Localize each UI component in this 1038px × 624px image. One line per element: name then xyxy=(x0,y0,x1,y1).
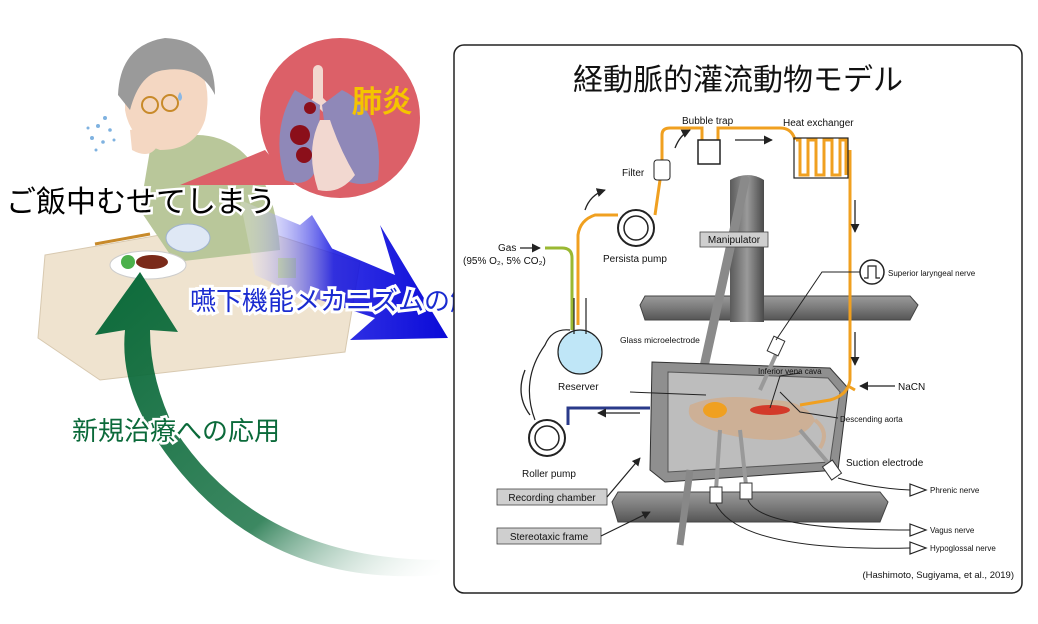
glasses-left xyxy=(141,96,159,114)
recording-chamber-label: Recording chamber xyxy=(508,493,596,504)
vegetable xyxy=(121,255,135,269)
citation: (Hashimoto, Sugiyama, et al., 2019) xyxy=(862,570,1014,581)
therapy-label: 新規治療への応用 xyxy=(72,417,280,447)
persista-pump-rotor xyxy=(623,215,649,241)
steak xyxy=(136,255,168,269)
heat-exchanger-box xyxy=(793,137,849,179)
superior-laryngeal-label: Superior laryngeal nerve xyxy=(888,269,976,278)
blue-arrow xyxy=(240,200,448,340)
flow-arrows xyxy=(520,129,895,418)
woman-hand xyxy=(130,129,158,154)
reserver-label: Reserver xyxy=(558,382,599,393)
chamber-pointer xyxy=(606,457,641,498)
frame-pointer xyxy=(600,511,651,537)
left-illustration: 肺炎 ご飯中むせてしまう 嚥下機能メカニズムの解明 新規治療への応用 xyxy=(4,38,505,577)
hypoglossal-nerve-label: Hypoglossal nerve xyxy=(930,544,996,553)
perfusion-panel: 経動脈的灌流動物モデル Manipulator xyxy=(453,44,1023,594)
bubble-trap-icon xyxy=(697,139,721,165)
manipulator-arm xyxy=(695,175,750,390)
stereotaxic-frame-label: Stereotaxic frame xyxy=(510,532,589,543)
reserver-icon xyxy=(557,329,603,375)
gas-line xyxy=(545,246,574,330)
eating-caption: ご飯中むせてしまう xyxy=(6,185,276,220)
manipulator-label-box xyxy=(699,231,769,248)
persista-pump-label: Persista pump xyxy=(603,254,667,265)
filter-label: Filter xyxy=(622,168,645,179)
glass-microelectrode-label: Glass microelectrode xyxy=(620,335,700,345)
roller-return-loop xyxy=(528,329,571,421)
green-arrow xyxy=(95,272,440,577)
roller-pump-rotor xyxy=(534,425,560,451)
cough-spray xyxy=(86,116,116,152)
gas-mix-label: (95% O₂, 5% CO₂) xyxy=(463,256,546,267)
roller-pump-label: Roller pump xyxy=(522,469,576,480)
panel-title: 経動脈的灌流動物モデル xyxy=(573,63,903,98)
manipulator-label: Manipulator xyxy=(708,235,761,246)
bubble-trap-label: Bubble trap xyxy=(682,116,734,127)
rat-tail xyxy=(813,418,826,450)
brainstem-highlight xyxy=(703,402,727,418)
nacn-label: NaCN xyxy=(898,382,925,393)
blue-return-line xyxy=(566,406,650,425)
rice-bowl xyxy=(165,223,211,253)
speech-pointer xyxy=(180,150,295,185)
electrode-group xyxy=(709,335,843,504)
filter-icon xyxy=(653,159,671,181)
aorta-highlight xyxy=(750,405,790,415)
manipulator-pole xyxy=(730,175,764,322)
pneumonia-label: 肺炎 xyxy=(352,85,412,120)
woman-hair xyxy=(118,38,215,110)
tear-drop xyxy=(178,92,182,101)
descending-aorta-label: Descending aorta xyxy=(840,415,903,424)
heat-exchanger-icon xyxy=(796,138,848,177)
lungs-icon xyxy=(279,65,379,191)
heat-exchanger-label: Heat exchanger xyxy=(783,118,854,129)
suction-electrode-label: Suction electrode xyxy=(846,458,924,469)
chopsticks xyxy=(94,232,151,246)
mechanism-label: 嚥下機能メカニズムの解明 xyxy=(190,287,502,317)
stimulator-lead xyxy=(775,271,860,341)
vagus-nerve-label: Vagus nerve xyxy=(930,526,975,535)
output-terminals xyxy=(909,483,928,555)
phrenic-nerve-label: Phrenic nerve xyxy=(930,486,980,495)
reserver-neck xyxy=(573,298,587,334)
output-leads xyxy=(629,372,911,549)
inferior-vena-cava-label: Inferior vena cava xyxy=(758,367,822,376)
stimulator-pulse xyxy=(864,265,880,279)
upper-frame-bar xyxy=(639,295,919,321)
chamber-frame-rod xyxy=(676,469,694,546)
glasses-right xyxy=(161,94,179,112)
gas-label: Gas xyxy=(498,243,516,254)
stimulator-icon xyxy=(859,259,885,285)
